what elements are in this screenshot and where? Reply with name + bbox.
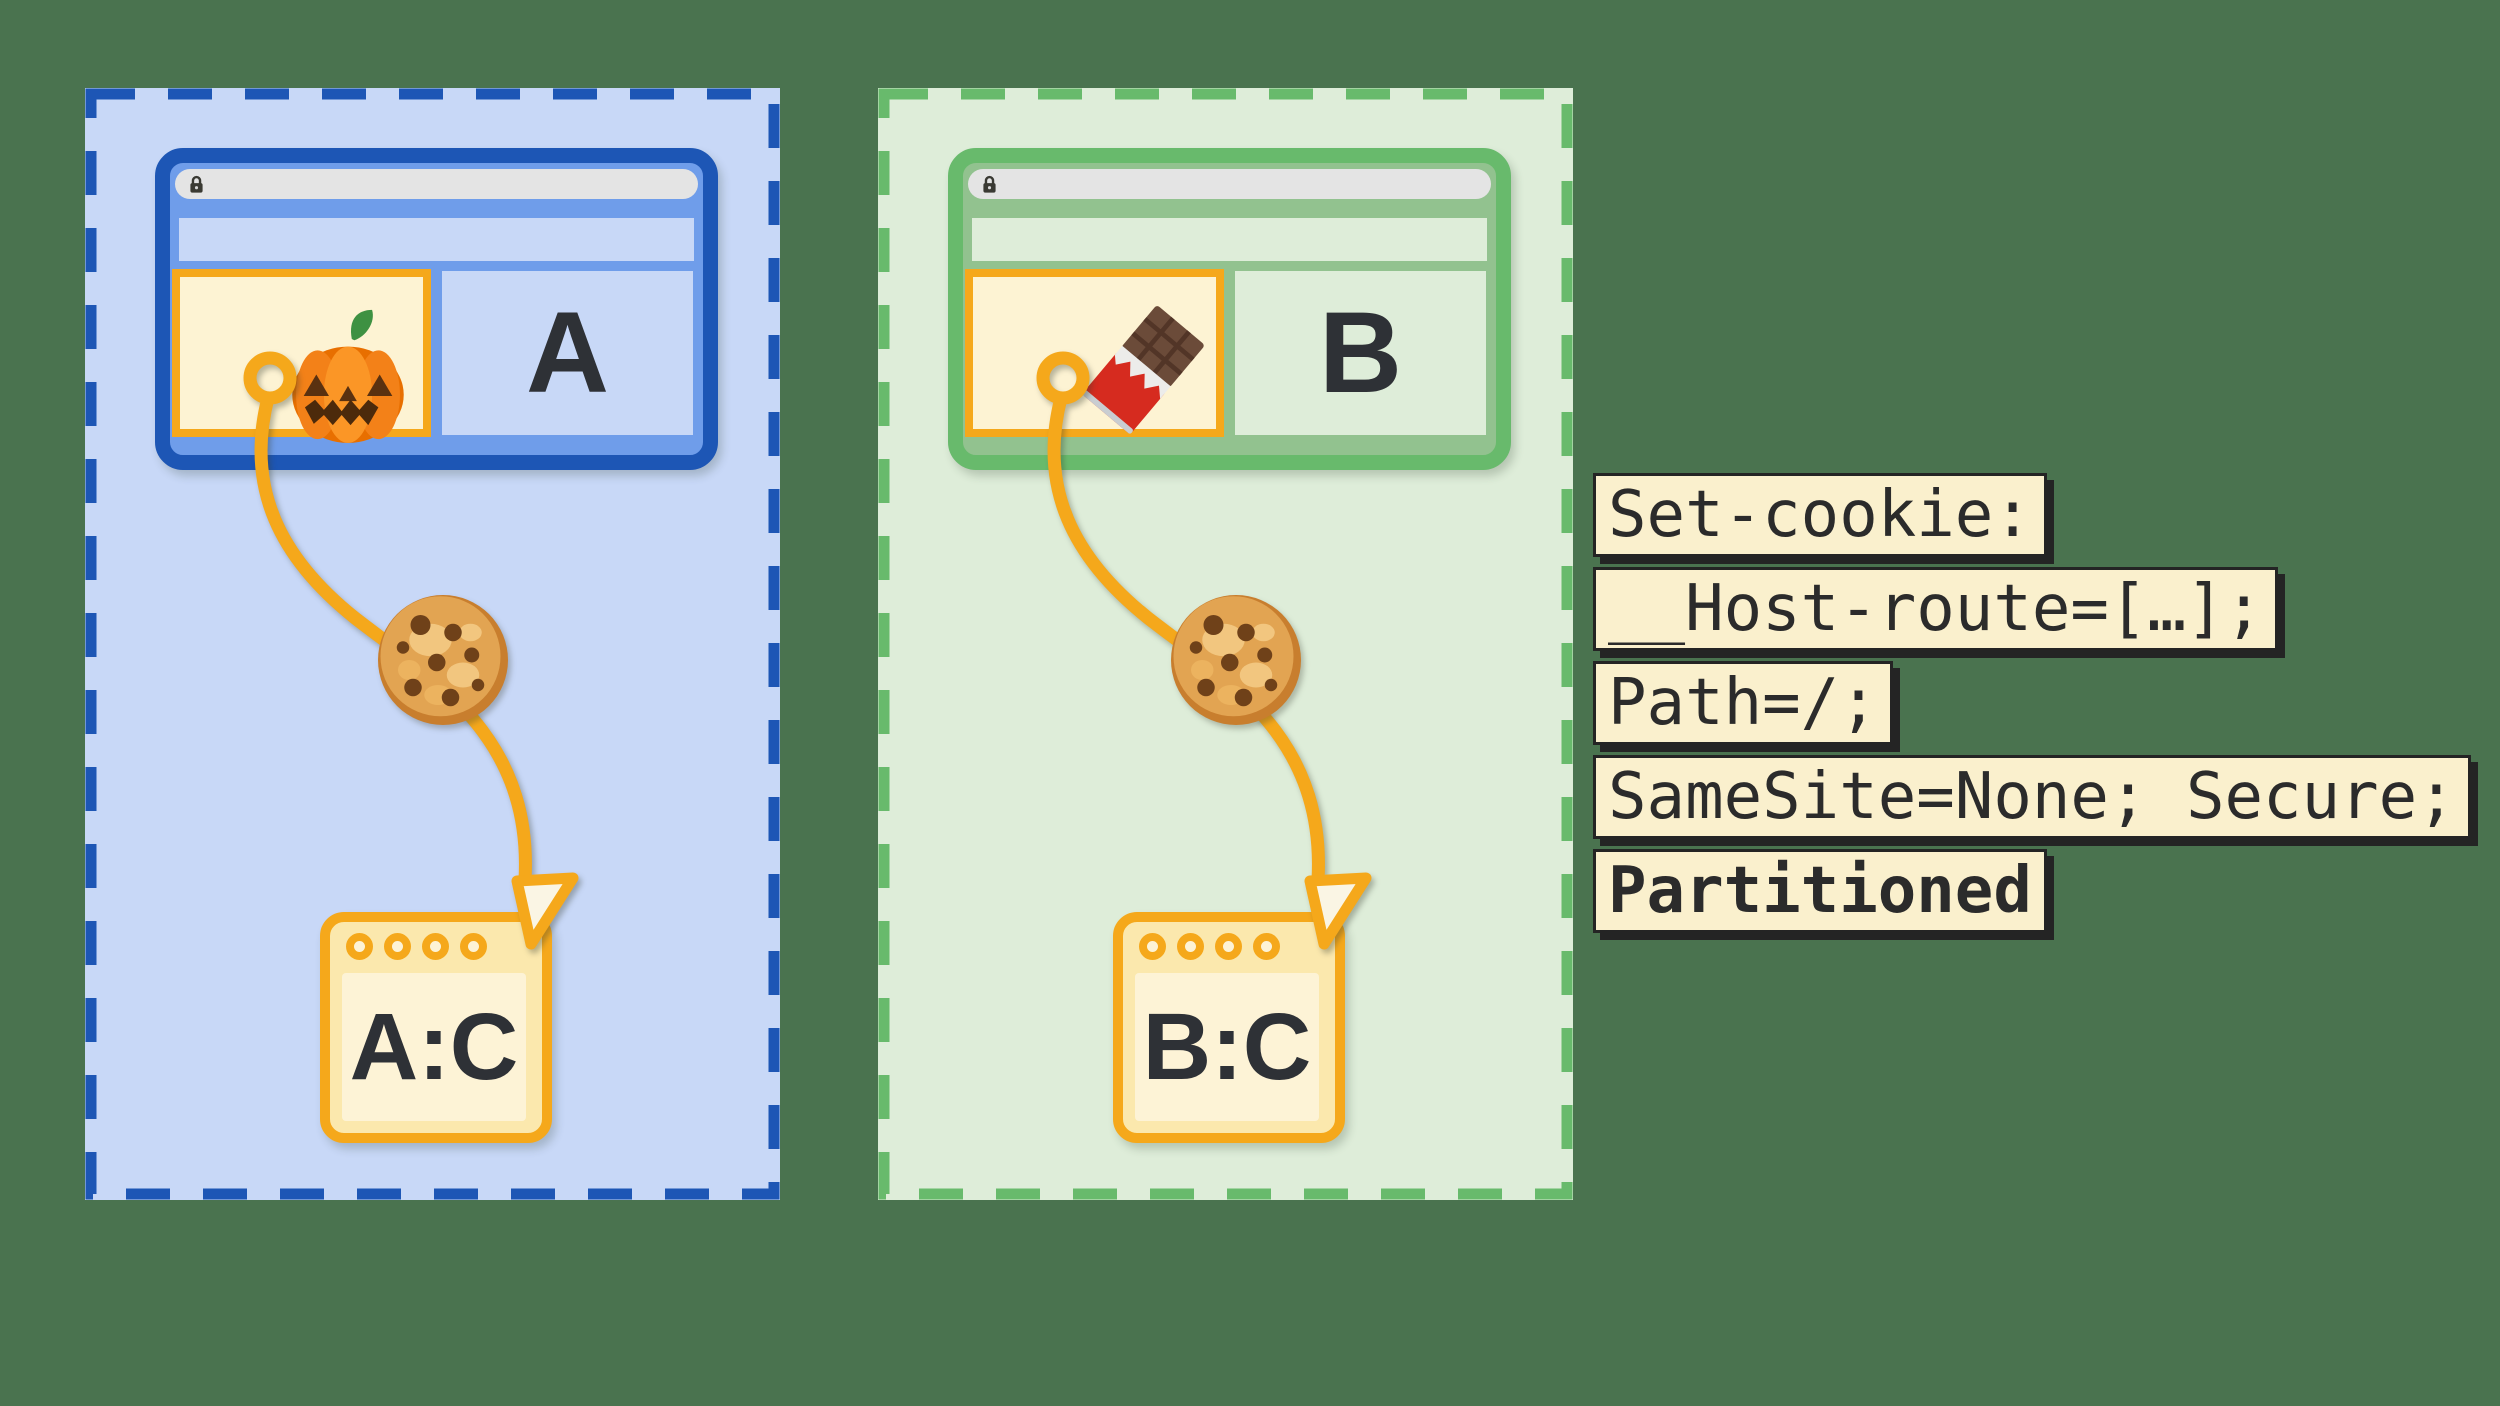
code-line: Set-cookie:	[1593, 473, 2047, 557]
lock-icon	[983, 175, 996, 193]
partition-site-b: B B:C	[878, 88, 1573, 1200]
partitioned-cookie-jar-b: B:C	[1113, 912, 1345, 1143]
code-line-partitioned: Partitioned	[1593, 849, 2047, 933]
dot-icon	[1177, 933, 1204, 960]
jar-dots	[1139, 933, 1280, 960]
cookie-icon	[1171, 595, 1301, 725]
dot-icon	[1139, 933, 1166, 960]
jar-content: A:C	[342, 973, 526, 1121]
dot-icon	[460, 933, 487, 960]
code-line: __Host-route=[…];	[1593, 567, 2279, 651]
url-bar	[175, 169, 698, 199]
browser-window-a: A	[155, 148, 718, 470]
jar-dots	[346, 933, 487, 960]
dot-icon	[1253, 933, 1280, 960]
site-label-box-a: A	[442, 271, 693, 435]
code-line: SameSite=None; Secure;	[1593, 755, 2471, 839]
dot-icon	[346, 933, 373, 960]
code-line: Path=/;	[1593, 661, 1893, 745]
cookie-icon	[378, 595, 508, 725]
jar-content: B:C	[1135, 973, 1319, 1121]
browser-window-b: B	[948, 148, 1511, 470]
dot-icon	[1215, 933, 1242, 960]
partition-key-label: B:C	[1142, 993, 1312, 1100]
third-party-iframe-b	[965, 269, 1224, 437]
site-label-box-b: B	[1235, 271, 1486, 435]
site-letter: A	[525, 288, 610, 417]
dot-icon	[384, 933, 411, 960]
site-letter: B	[1318, 288, 1403, 417]
partition-key-label: A:C	[349, 993, 519, 1100]
page-content-strip	[972, 218, 1487, 261]
lock-icon	[190, 175, 203, 193]
jack-o-lantern-icon	[292, 309, 404, 443]
chocolate-bar-icon	[1082, 306, 1204, 434]
third-party-iframe-a	[172, 269, 431, 443]
page-content-strip	[179, 218, 694, 261]
dot-icon	[422, 933, 449, 960]
partitioned-cookie-jar-a: A:C	[320, 912, 552, 1143]
set-cookie-code-block: Set-cookie: __Host-route=[…]; Path=/; Sa…	[1593, 473, 2471, 943]
url-bar	[968, 169, 1491, 199]
partition-site-a: A A:C	[85, 88, 780, 1200]
